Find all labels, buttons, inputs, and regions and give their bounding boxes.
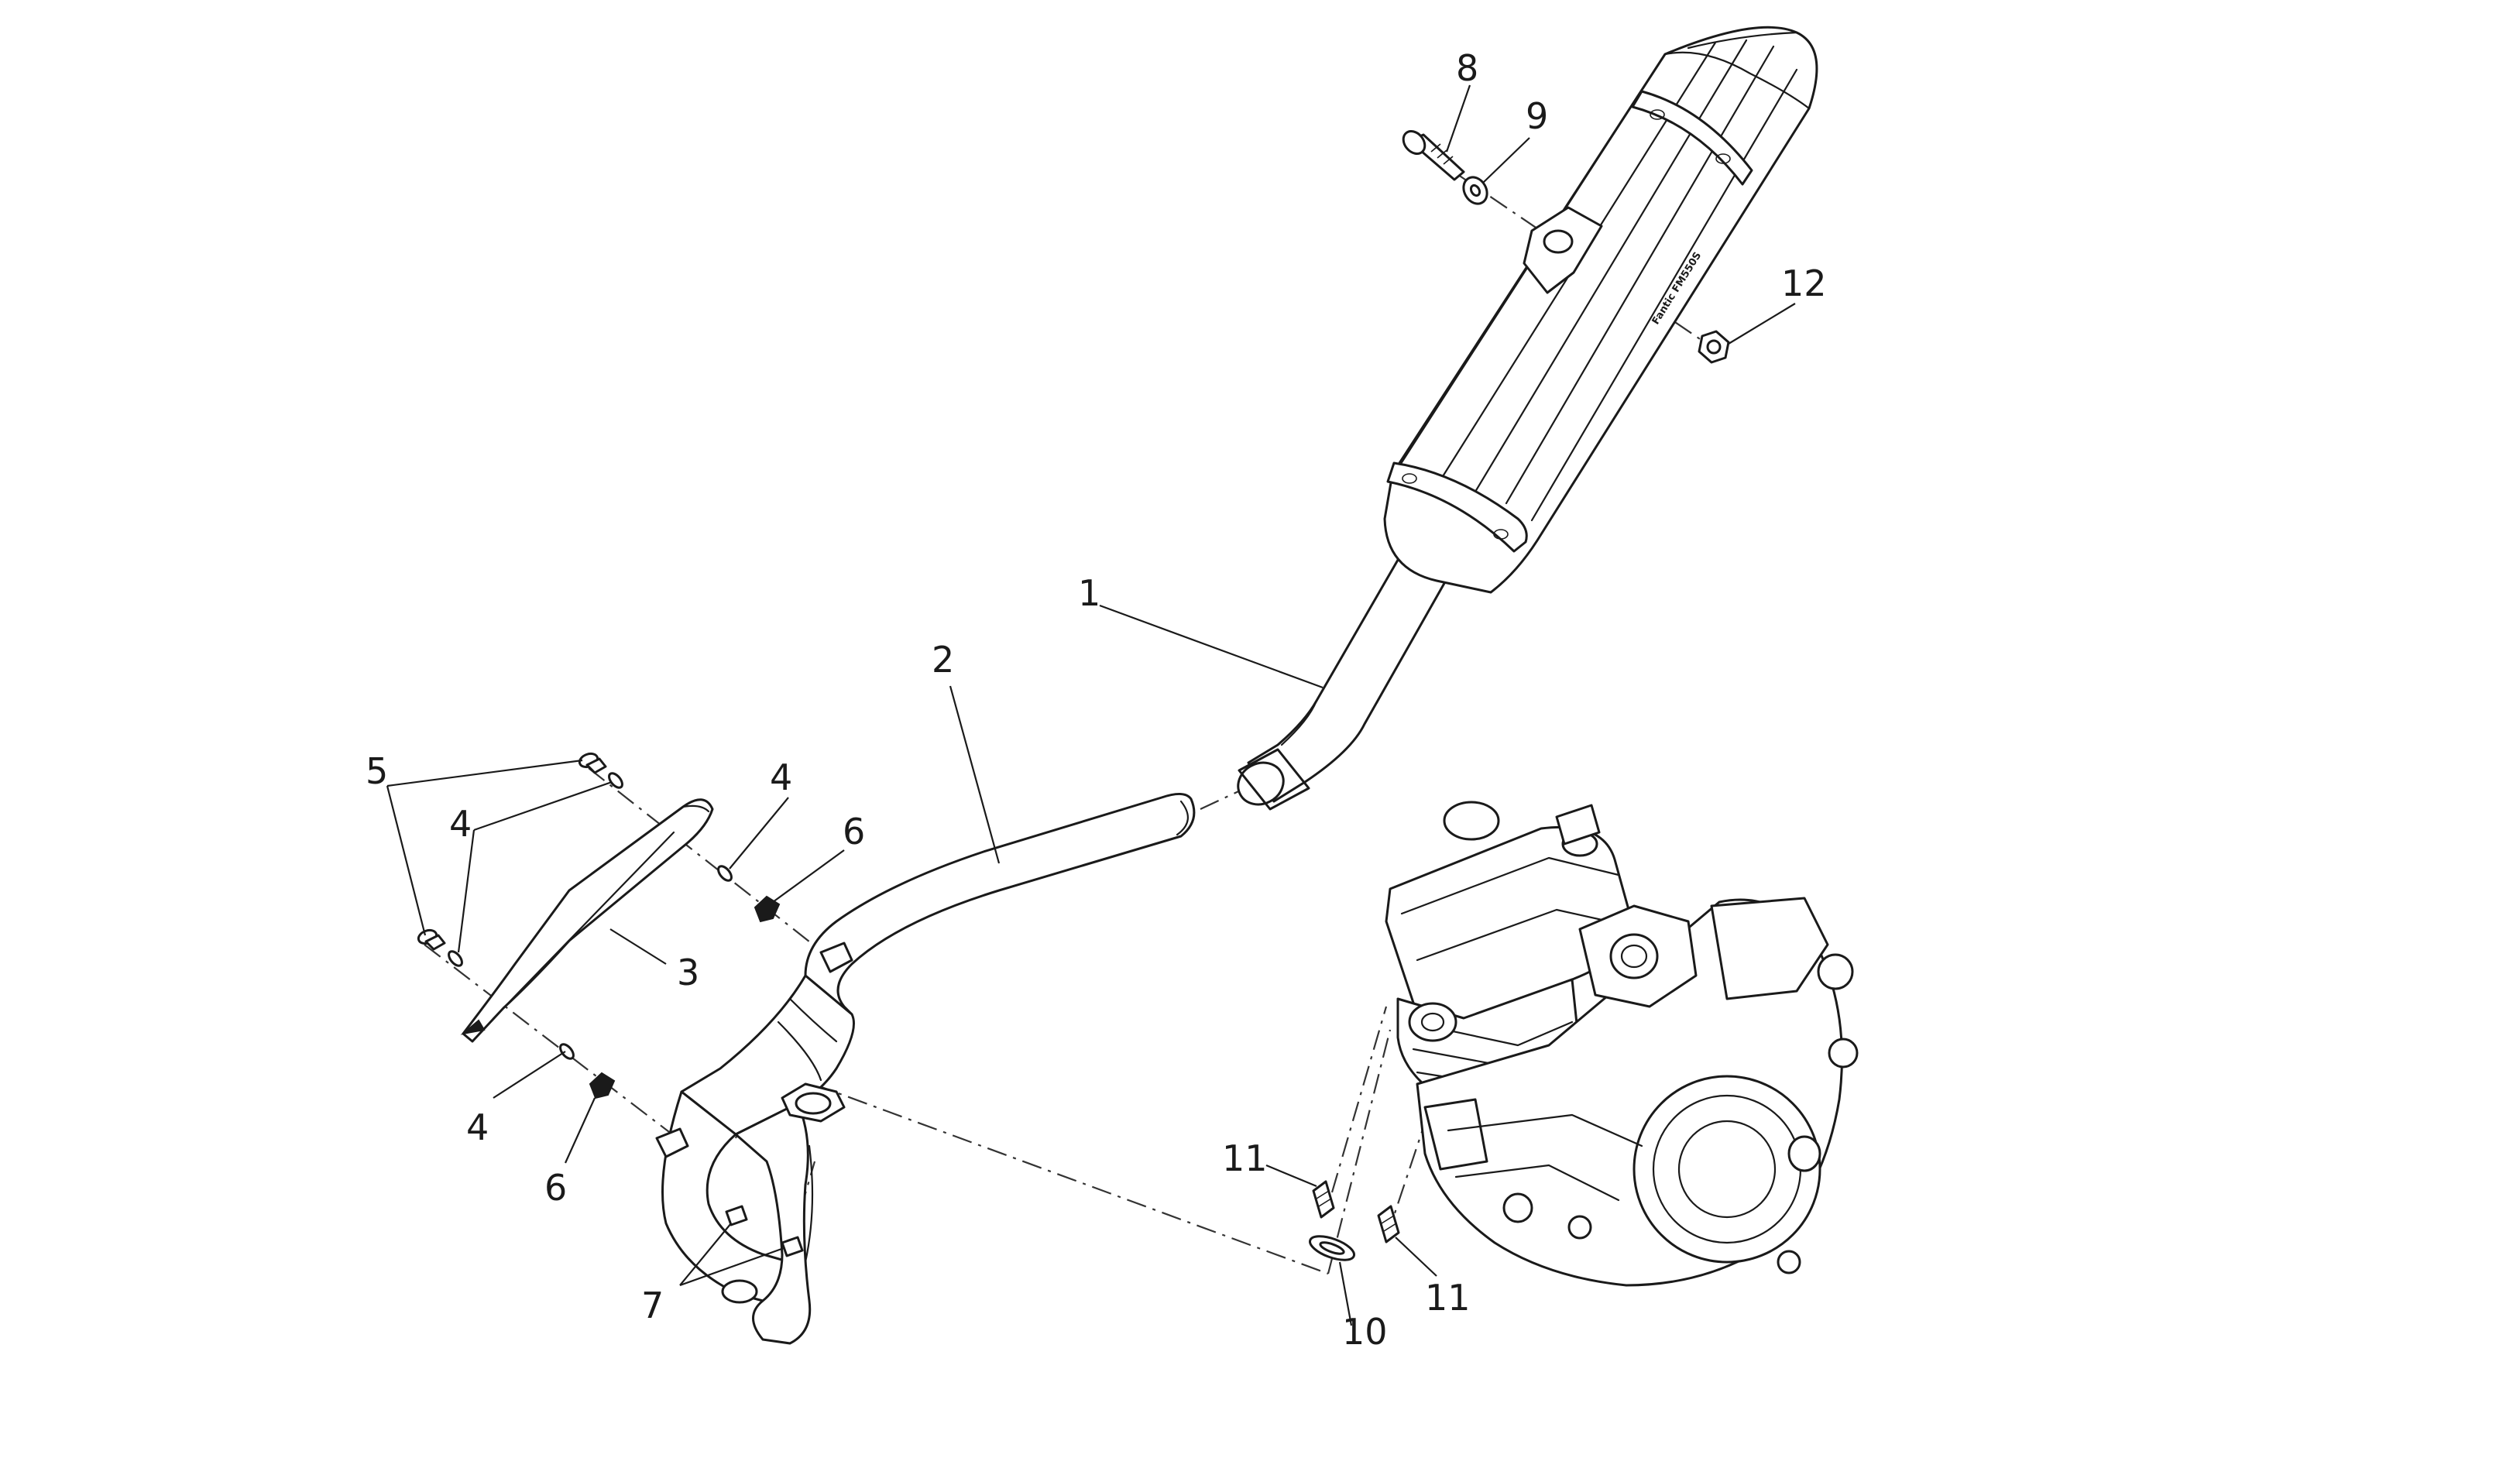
heat-shield-screw-upper xyxy=(578,752,607,774)
heat-shield-washer-2 xyxy=(448,950,463,967)
callout-6-lower: 6 xyxy=(544,1167,567,1209)
heat-shield-clip-upper xyxy=(754,895,781,923)
callout-5: 5 xyxy=(366,750,388,792)
header-mount-tab-lower xyxy=(655,1127,689,1158)
callout-6-upper: 6 xyxy=(843,811,865,852)
muffler-clamp-band-bottom xyxy=(1386,461,1528,553)
engine-clutch-cover xyxy=(1633,1075,1821,1264)
heat-shield-washer-4 xyxy=(559,1043,575,1060)
muffler-link-pipe xyxy=(1247,554,1448,803)
callout-11-upper: 11 xyxy=(1222,1137,1268,1179)
callout-9: 9 xyxy=(1526,95,1548,137)
muffler-clamp-band-top xyxy=(1631,90,1753,186)
callout-12: 12 xyxy=(1781,262,1827,304)
exhaust-stud-upper xyxy=(1312,1180,1335,1219)
callout-8: 8 xyxy=(1456,47,1478,89)
heat-shield-clip-lower xyxy=(589,1072,616,1099)
muffler-washer xyxy=(1462,176,1488,205)
callout-4-upper-right: 4 xyxy=(770,756,792,798)
header-mount-tab-upper xyxy=(819,942,853,973)
muffler-bolt xyxy=(1402,130,1465,181)
muffler-body xyxy=(1383,26,1818,594)
callout-4-lower: 4 xyxy=(466,1106,489,1148)
muffler-nut xyxy=(1698,330,1730,364)
heat-shield-washer-1 xyxy=(608,772,623,789)
muffler-inlet-sleeve xyxy=(1237,761,1285,806)
callout-11-lower: 11 xyxy=(1425,1277,1471,1319)
leader-lines xyxy=(386,84,1796,1326)
exhaust-port-gasket xyxy=(1309,1235,1355,1261)
callout-10: 10 xyxy=(1342,1311,1388,1353)
callout-2: 2 xyxy=(932,639,954,681)
engine-block xyxy=(1385,801,1859,1287)
callout-3: 3 xyxy=(677,952,699,993)
callouts: 1 2 3 4 4 4 5 6 6 7 8 9 10 11 11 12 xyxy=(366,47,1827,1353)
header-downpipe-rear xyxy=(734,1102,812,1345)
muffler-assembly: Fantic FM550S xyxy=(1237,26,1818,811)
heat-shield-fasteners xyxy=(417,752,781,1099)
heat-shield-washer-3 xyxy=(717,865,733,882)
heat-shield xyxy=(460,798,714,1043)
exhaust-header-pipe xyxy=(655,793,1196,1345)
header-sleeves xyxy=(725,1205,804,1257)
heat-shield-screw-lower xyxy=(417,928,446,951)
callout-4-upper-left: 4 xyxy=(449,803,472,845)
exhaust-stud-lower xyxy=(1377,1205,1400,1243)
callout-7: 7 xyxy=(641,1285,664,1326)
callout-1: 1 xyxy=(1078,572,1100,614)
